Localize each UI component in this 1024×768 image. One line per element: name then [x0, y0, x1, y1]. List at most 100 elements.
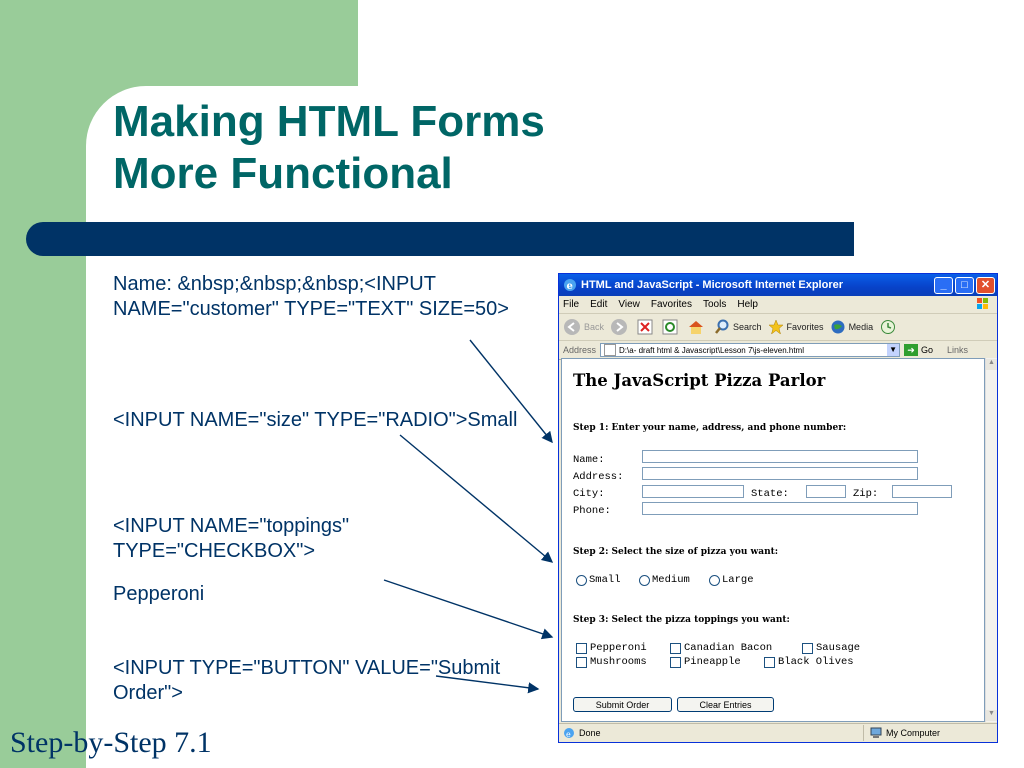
topping-black-olives[interactable]: Black Olives: [764, 656, 854, 668]
slide-title-line-2: More Functional: [113, 149, 453, 198]
home-button[interactable]: [687, 319, 708, 335]
media-button[interactable]: Media: [830, 319, 873, 335]
bullet-radio-input: <INPUT NAME="size" TYPE="RADIO">Small: [113, 409, 518, 431]
size-large-label: Large: [722, 574, 754, 586]
page-icon: [604, 344, 617, 356]
submit-order-button[interactable]: Submit Order: [573, 697, 672, 712]
topping-mushrooms[interactable]: Mushrooms: [576, 656, 647, 668]
refresh-button[interactable]: [662, 319, 681, 335]
bullet-checkbox-input: <INPUT NAME="toppings" TYPE="CHECKBOX">: [113, 515, 350, 562]
search-icon: [715, 319, 729, 334]
topping-pepperoni-label: Pepperoni: [590, 642, 647, 654]
refresh-icon: [662, 319, 678, 335]
topping-canadian-bacon-label: Canadian Bacon: [684, 642, 773, 654]
svg-text:e: e: [567, 281, 573, 292]
phone-input[interactable]: [642, 502, 918, 515]
step-1-heading: Step 1: Enter your name, address, and ph…: [573, 423, 847, 433]
forward-arrow-icon: [611, 319, 628, 335]
radio-small[interactable]: [576, 574, 587, 586]
stop-button[interactable]: [637, 319, 656, 335]
topping-canadian-bacon[interactable]: Canadian Bacon: [670, 642, 772, 654]
address-input[interactable]: [642, 467, 918, 480]
step-by-step-label: Step-by-Step 7.1: [10, 726, 212, 759]
zip-input[interactable]: [892, 485, 952, 498]
menu-edit[interactable]: Edit: [590, 299, 608, 310]
city-label: City:: [573, 488, 605, 500]
scroll-up-icon[interactable]: ▲: [986, 359, 997, 370]
menu-help[interactable]: Help: [737, 299, 758, 310]
bullet-pepperoni-label: Pepperoni: [113, 583, 205, 605]
menu-file[interactable]: File: [563, 299, 580, 310]
zip-label: Zip:: [853, 488, 879, 500]
bullet-button-input: <INPUT TYPE="BUTTON" VALUE="Submit Order…: [113, 657, 501, 704]
size-option-medium[interactable]: Medium: [639, 574, 690, 586]
svg-text:e: e: [566, 730, 571, 739]
topping-pineapple[interactable]: Pineapple: [670, 656, 741, 668]
size-option-small[interactable]: Small: [576, 574, 621, 586]
checkbox-pineapple[interactable]: [670, 656, 681, 668]
zone-text: My Computer: [886, 728, 941, 738]
search-label: Search: [733, 322, 762, 332]
address-bar: Address D:\a- draft html & Javascript\Le…: [559, 341, 997, 360]
checkbox-canadian-bacon[interactable]: [670, 642, 681, 654]
home-icon: [689, 321, 704, 334]
browser-window: e HTML and JavaScript - Microsoft Intern…: [558, 273, 998, 743]
bullet-text-input: Name: &nbsp;&nbsp;&nbsp;<INPUT NAME="cus…: [113, 273, 509, 320]
step-3-heading: Step 3: Select the pizza toppings you wa…: [573, 615, 790, 625]
go-arrow-icon: ➜: [904, 344, 919, 356]
checkbox-sausage[interactable]: [802, 642, 813, 654]
history-button[interactable]: [879, 319, 900, 335]
name-input[interactable]: [642, 450, 918, 463]
slide-title: Making HTML Forms More Functional: [113, 96, 545, 200]
favorites-star-icon: [767, 319, 784, 335]
go-button[interactable]: ➜ Go: [904, 344, 933, 356]
radio-large[interactable]: [709, 574, 720, 586]
vertical-scrollbar[interactable]: ▲ ▼: [985, 358, 997, 722]
forward-button[interactable]: [610, 318, 631, 336]
back-button[interactable]: Back: [563, 318, 604, 336]
search-button[interactable]: Search: [714, 319, 762, 335]
address-field[interactable]: D:\a- draft html & Javascript\Lesson 7\j…: [600, 343, 901, 357]
close-icon[interactable]: ✕: [976, 276, 995, 294]
address-field-label: Address:: [573, 471, 624, 483]
topping-mushrooms-label: Mushrooms: [590, 656, 647, 668]
menu-view[interactable]: View: [618, 299, 640, 310]
size-medium-label: Medium: [652, 574, 690, 586]
address-value: D:\a- draft html & Javascript\Lesson 7\j…: [619, 345, 804, 355]
back-label: Back: [584, 322, 605, 332]
topping-black-olives-label: Black Olives: [778, 656, 854, 668]
address-dropdown-icon[interactable]: ▼: [887, 344, 900, 356]
menu-favorites[interactable]: Favorites: [650, 299, 692, 310]
radio-medium[interactable]: [639, 574, 650, 586]
phone-label: Phone:: [573, 505, 611, 517]
links-label[interactable]: Links: [947, 345, 969, 355]
clear-entries-button[interactable]: Clear Entries: [677, 697, 774, 712]
checkbox-black-olives[interactable]: [764, 656, 775, 668]
browser-title-bar[interactable]: e HTML and JavaScript - Microsoft Intern…: [559, 274, 997, 296]
size-option-large[interactable]: Large: [709, 574, 754, 586]
page-done-icon: e: [564, 728, 574, 739]
checkbox-pepperoni[interactable]: [576, 642, 587, 654]
back-arrow-icon: [564, 319, 580, 335]
address-label: Address: [563, 345, 597, 355]
step-2-heading: Step 2: Select the size of pizza you wan…: [573, 547, 779, 557]
favorites-button[interactable]: Favorites: [767, 319, 824, 335]
status-done: e Done: [559, 727, 863, 739]
maximize-icon[interactable]: □: [955, 276, 974, 294]
ie-logo-icon: e: [564, 279, 576, 292]
checkbox-mushrooms[interactable]: [576, 656, 587, 668]
name-label: Name:: [573, 454, 605, 466]
topping-sausage[interactable]: Sausage: [802, 642, 860, 654]
minimize-icon[interactable]: _: [934, 276, 953, 294]
city-input[interactable]: [642, 485, 744, 498]
state-input[interactable]: [806, 485, 846, 498]
size-small-label: Small: [589, 574, 621, 586]
slide-title-line-1: Making HTML Forms: [113, 97, 545, 146]
topping-pepperoni[interactable]: Pepperoni: [576, 642, 647, 654]
scroll-down-icon[interactable]: ▼: [986, 710, 997, 721]
menu-tools[interactable]: Tools: [702, 299, 727, 310]
topping-pineapple-label: Pineapple: [684, 656, 741, 668]
my-computer-icon: [870, 727, 882, 738]
page-heading: The JavaScript Pizza Parlor: [573, 371, 826, 390]
status-text: Done: [579, 728, 601, 738]
